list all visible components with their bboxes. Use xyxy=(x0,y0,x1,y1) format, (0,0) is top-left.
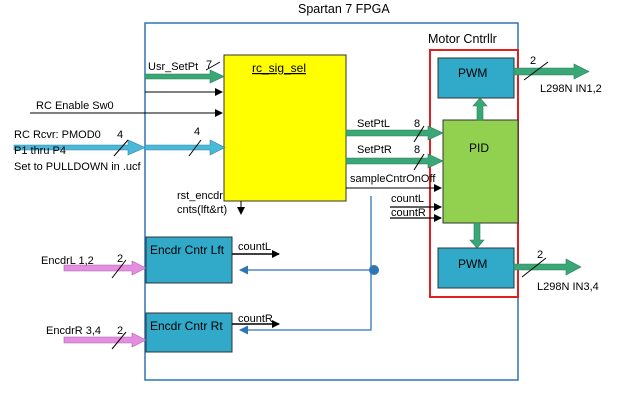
pwm-bottom-output-arrow xyxy=(513,258,582,276)
setptl-arrow xyxy=(345,125,444,141)
pwm-bottom-output-width: 2 xyxy=(537,249,543,261)
encdr-cntr-lft-block xyxy=(145,236,233,284)
setptl-width: 8 xyxy=(414,118,420,130)
rc-internal-arrow xyxy=(144,139,226,156)
setptl-bus-slash xyxy=(413,125,425,143)
rc-rcvr-bus-slash xyxy=(113,139,129,157)
pid-to-pwm-bottom-arrow xyxy=(469,222,485,249)
pwm-bottom-block xyxy=(437,247,515,289)
setptr-width: 8 xyxy=(414,144,420,156)
usr-setpt-arrow xyxy=(144,69,225,84)
countl-out-label: countL xyxy=(238,241,271,253)
rc-internal-width: 4 xyxy=(194,126,200,138)
pwm-top-output-width: 2 xyxy=(530,55,536,67)
rc-rcvr-arrow xyxy=(13,139,146,156)
setptr-bus-slash xyxy=(413,153,425,171)
usr-setpt-bus-slash xyxy=(205,61,221,71)
encdrr-bus-slash xyxy=(111,331,127,350)
encdrr-label: EncdrR 3,4 xyxy=(46,325,101,337)
countr-in-label: countR xyxy=(391,207,426,219)
setptr-label: SetPtR xyxy=(357,144,392,156)
countr-out-label: countR xyxy=(238,313,273,325)
rst-encdr-label-line2: cnts(lft&rt) xyxy=(177,204,227,216)
sample-label: sampleCntrOnOff xyxy=(350,173,436,185)
pwm-bottom-output-slash xyxy=(521,257,547,278)
feedback-junction xyxy=(369,265,379,275)
encdrl-width: 2 xyxy=(117,253,123,265)
rc-internal-bus-slash xyxy=(188,139,202,157)
encdrr-arrow xyxy=(63,332,147,348)
usr-setpt-label: Usr_SetPt xyxy=(148,61,198,73)
encdrl-label: EncdrL 1,2 xyxy=(41,255,94,267)
rc-sig-sel-block xyxy=(223,54,347,202)
encdr-cntr-rt-label: Encdr Cntr Rt xyxy=(150,319,223,333)
fpga-title: Spartan 7 FPGA xyxy=(298,2,390,16)
encdrr-width: 2 xyxy=(117,325,123,337)
pid-to-pwm-top-arrow xyxy=(472,97,488,121)
usr-setpt-width: 7 xyxy=(206,59,212,71)
rst-encdr-label-line1: rst_encdr xyxy=(177,190,223,202)
encdr-cntr-lft-label: Encdr Cntr Lft xyxy=(150,243,225,257)
pwm-bottom-label: PWM xyxy=(458,257,487,271)
encdrl-arrow xyxy=(63,260,147,276)
setptr-arrow xyxy=(345,153,444,169)
rc-rcvr-width: 4 xyxy=(117,129,123,141)
pwm-top-label: PWM xyxy=(458,66,487,80)
rc-rcvr-label-line1: RC Rcvr: PMOD0 xyxy=(14,129,101,141)
pid-label: PID xyxy=(469,141,489,155)
motor-controller-label: Motor Cntrllr xyxy=(428,32,497,46)
encdr-cntr-rt-block xyxy=(145,312,233,353)
setptl-label: SetPtL xyxy=(357,118,390,130)
l298n-top-label: L298N IN1,2 xyxy=(540,83,602,95)
rc-sig-sel-label: rc_sig_sel xyxy=(252,61,306,75)
countl-in-label: countL xyxy=(391,193,424,205)
pwm-top-block xyxy=(437,57,515,99)
l298n-bottom-label: L298N IN3,4 xyxy=(537,281,599,293)
rc-rcvr-label-line3: Set to PULLDOWN in .ucf xyxy=(14,161,141,173)
pid-block xyxy=(442,119,519,224)
rc-rcvr-label-line2: P1 thru P4 xyxy=(14,145,66,157)
encdrl-bus-slash xyxy=(111,259,127,279)
rc-enable-label: RC Enable Sw0 xyxy=(36,100,114,112)
feedback-line-main xyxy=(239,196,372,335)
pwm-top-output-arrow xyxy=(513,63,590,80)
pwm-top-output-slash xyxy=(523,61,549,81)
